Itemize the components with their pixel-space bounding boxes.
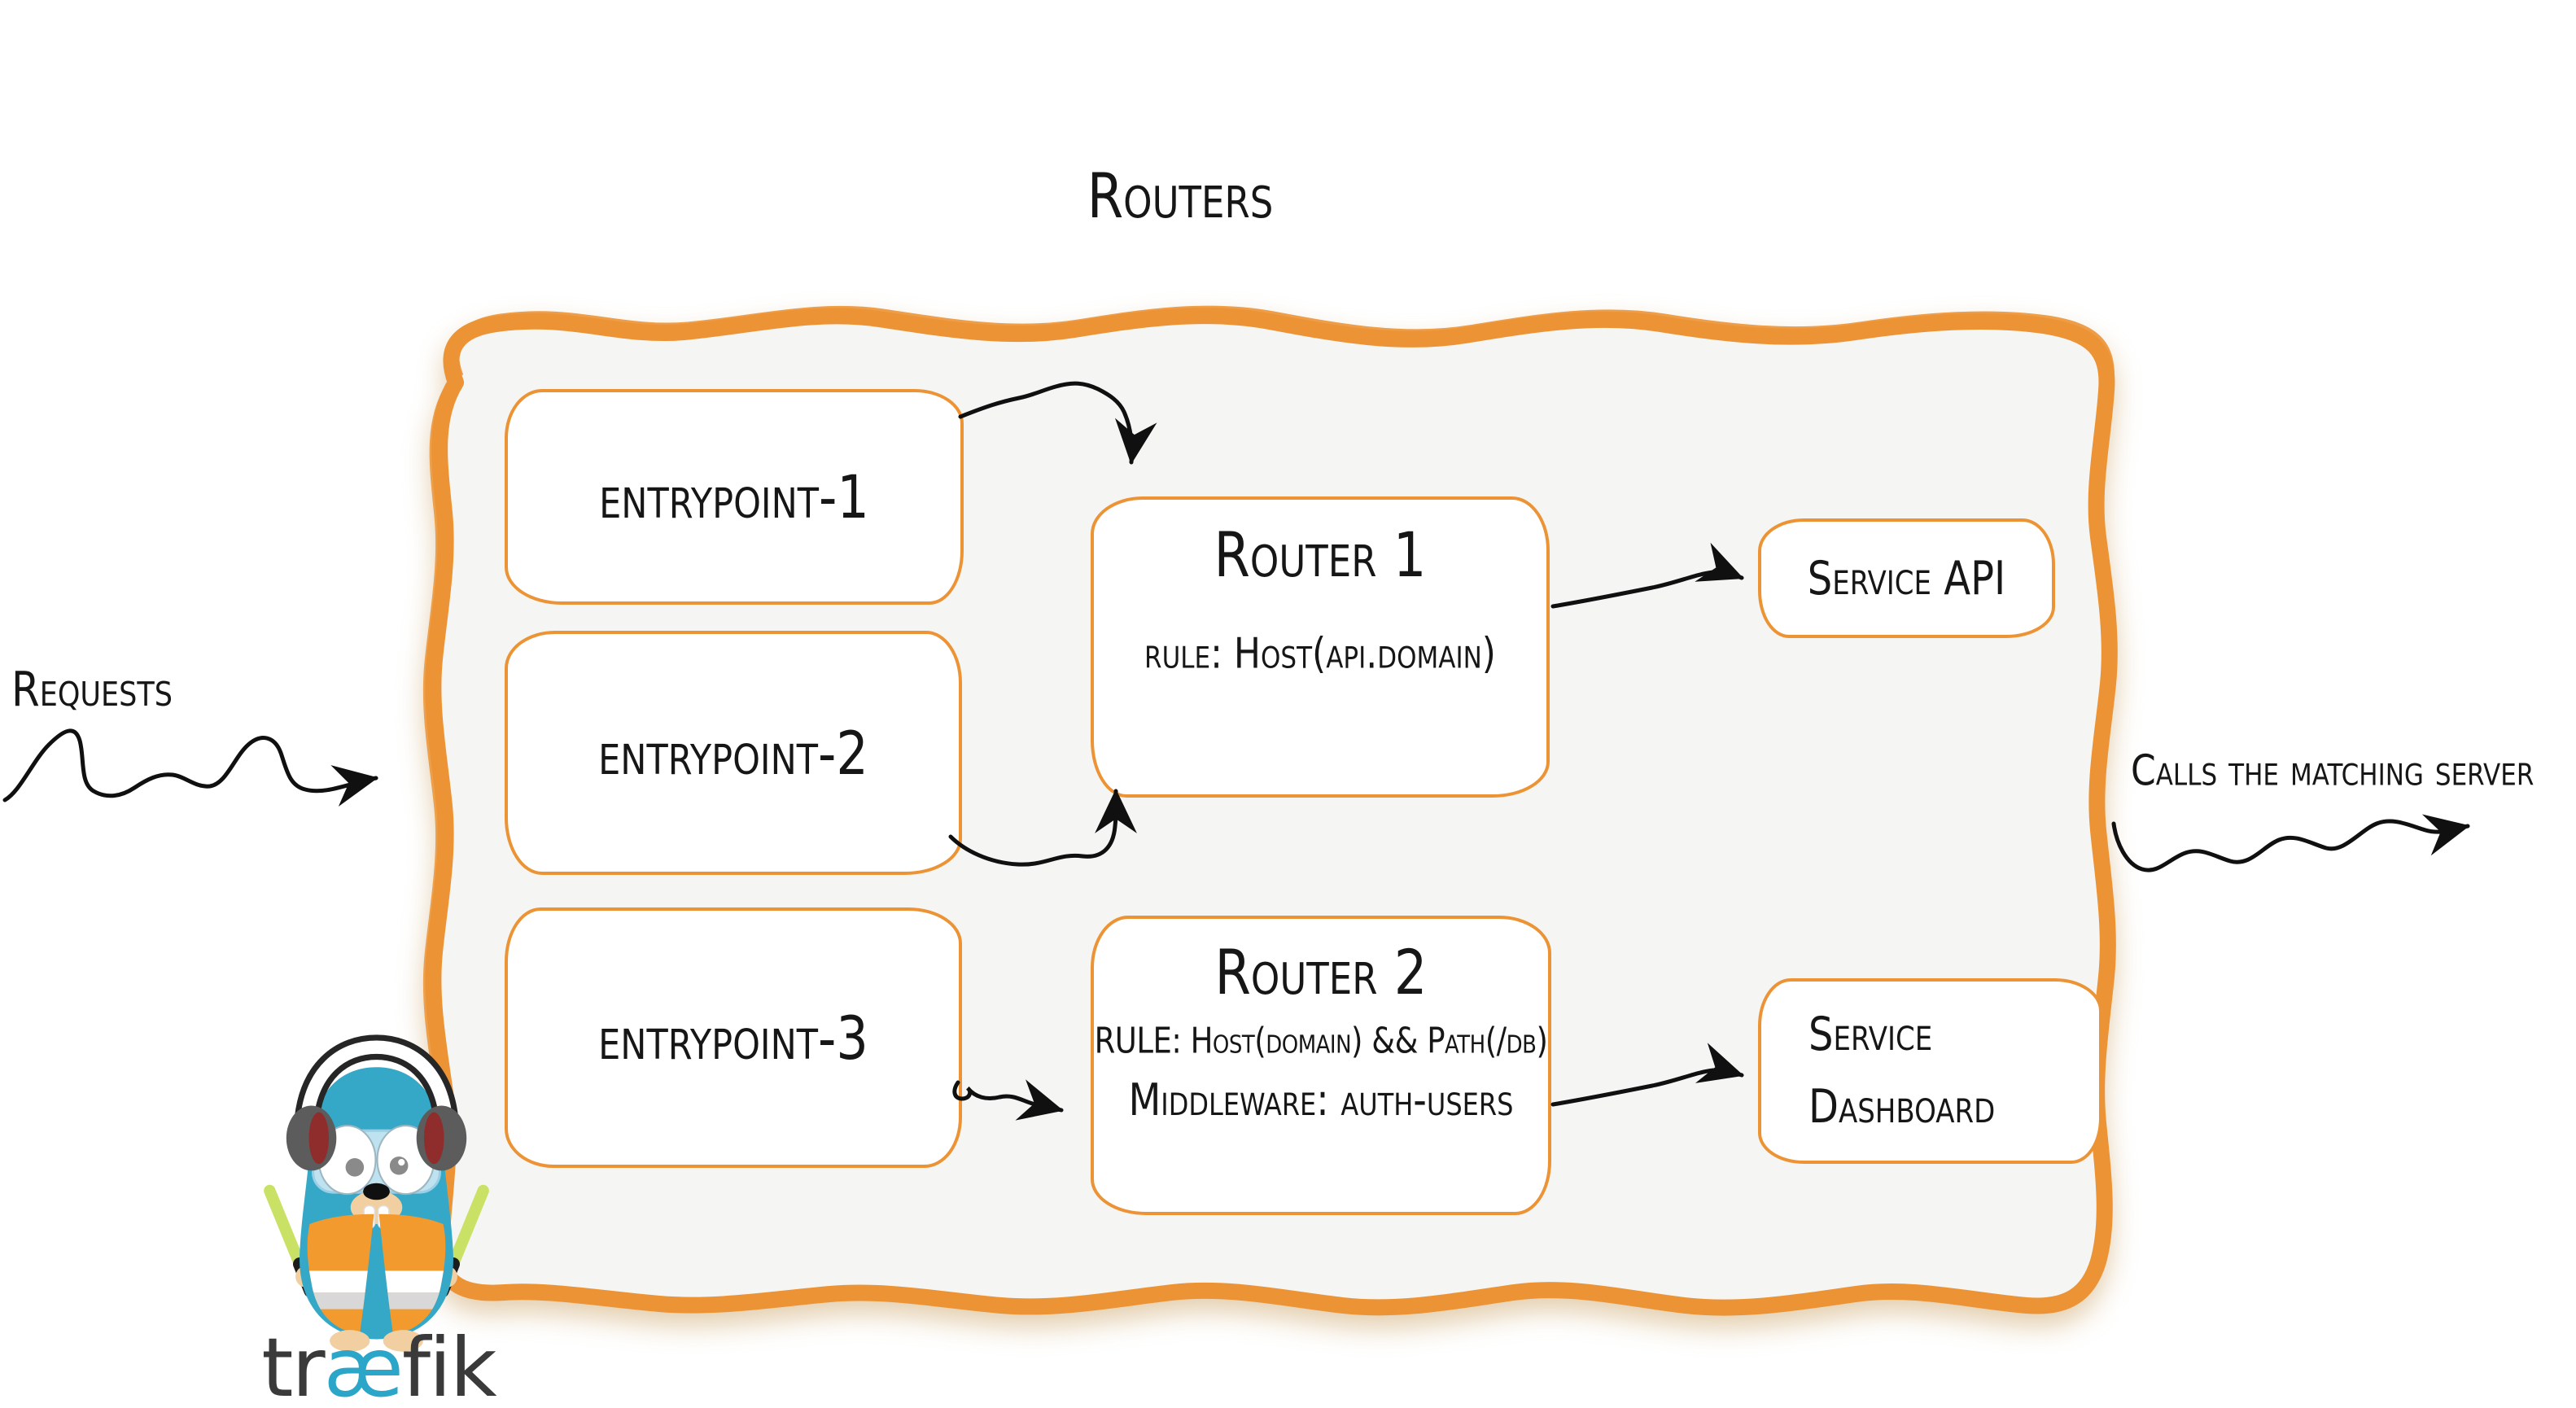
entrypoint-2-label: entrypoint-2 [598,717,868,789]
router1-to-service-api-arrow [1550,542,1744,609]
calls-matching-server-arrow [2111,814,2470,872]
wordmark-ae-ligature: æ [323,1320,404,1408]
calls-matching-server-label: Calls the matching server [2131,746,2534,796]
entrypoint-3-box: entrypoint-3 [505,907,962,1168]
traefik-gopher-logo [248,1024,505,1358]
wordmark-prefix: tr [261,1320,325,1408]
router-2-middleware: Middleware: auth-users [1128,1073,1514,1126]
entrypoint-3-label: entrypoint-3 [598,1002,868,1073]
page-title: Routers [1087,161,1274,233]
router2-to-service-dashboard-arrow [1550,1043,1744,1107]
router-1-title: Router 1 [1214,520,1427,592]
router-2-box: Router 2 RULE: Host(domain) && Path(/db)… [1091,916,1551,1215]
entrypoint-1-box: entrypoint-1 [505,389,964,605]
entrypoint2-to-router1-arrow [948,789,1137,867]
service-dashboard-box: Service Dashboard [1758,978,2102,1164]
wordmark-suffix: fik [401,1320,497,1408]
service-api-label: Service API [1807,551,2006,606]
entrypoint-2-box: entrypoint-2 [505,631,962,875]
service-dashboard-label-line2: Dashboard [1808,1079,1996,1134]
entrypoint-1-label: entrypoint-1 [599,461,869,532]
entrypoint1-to-router1-arrow [958,381,1157,465]
entrypoint3-to-router2-arrow [952,1079,1064,1121]
service-api-box: Service API [1758,518,2055,638]
router-1-box: Router 1 rule: Host(api.domain) [1091,496,1550,798]
router-2-rule: RULE: Host(domain) && Path(/db) [1094,1020,1548,1061]
router-1-rule: rule: Host(api.domain) [1144,629,1496,679]
router-2-title: Router 2 [1214,938,1428,1009]
traefik-wordmark: træfik [244,1320,513,1408]
requests-label: Requests [11,661,173,718]
gopher-mascot-icon [264,1034,489,1352]
requests-arrow [2,728,378,807]
